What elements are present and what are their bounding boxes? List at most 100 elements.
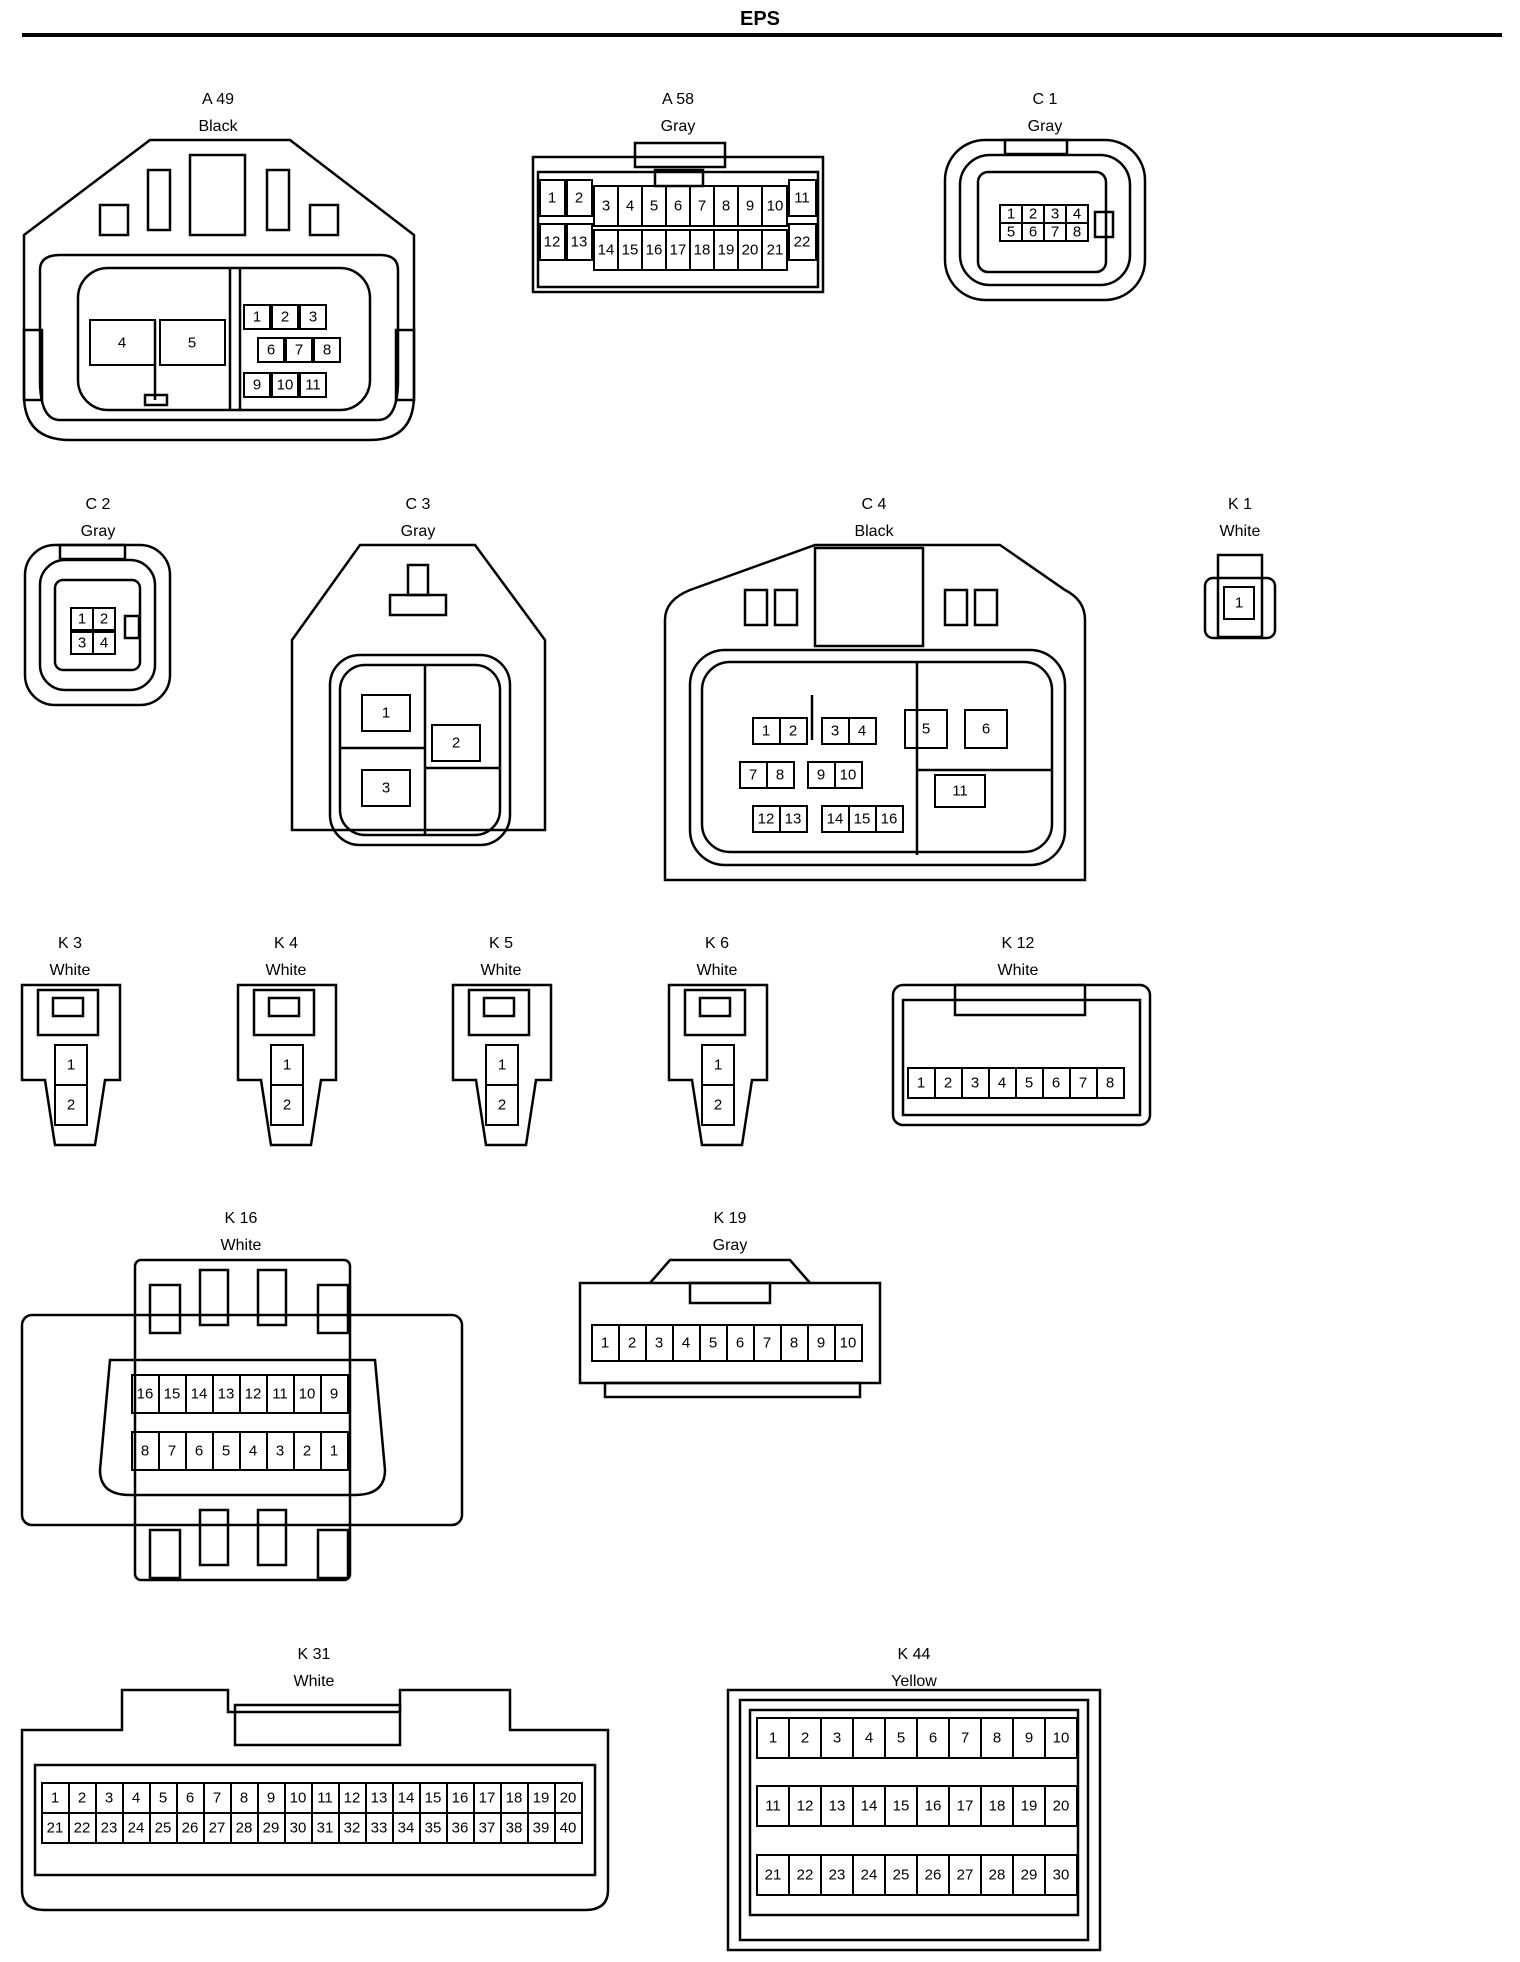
svg-text:36: 36: [452, 1820, 469, 1837]
svg-text:6: 6: [1029, 224, 1037, 241]
svg-text:8: 8: [722, 198, 730, 215]
k44-pin-26: 26: [916, 1854, 950, 1896]
svg-text:10: 10: [840, 767, 857, 784]
k16-pin-7: 7: [158, 1431, 187, 1471]
svg-text:10: 10: [767, 198, 784, 215]
k44-pin-30: 30: [1044, 1854, 1078, 1896]
a58-pin-20: 20: [737, 229, 763, 271]
svg-text:5: 5: [709, 1335, 717, 1352]
svg-text:3: 3: [602, 198, 610, 215]
svg-text:3: 3: [833, 1730, 841, 1747]
k31-pin-5: 5: [149, 1782, 178, 1814]
svg-text:4: 4: [132, 1790, 140, 1807]
svg-text:21: 21: [767, 242, 784, 259]
svg-text:32: 32: [344, 1820, 361, 1837]
svg-text:18: 18: [694, 242, 711, 259]
svg-text:22: 22: [794, 234, 811, 251]
svg-text:15: 15: [425, 1790, 442, 1807]
svg-text:1: 1: [762, 723, 770, 740]
k31-pin-1: 1: [41, 1782, 70, 1814]
svg-text:6: 6: [674, 198, 682, 215]
k31-pin-21: 21: [41, 1812, 70, 1844]
svg-text:4: 4: [249, 1443, 257, 1460]
k3-pin-2: 2: [54, 1084, 88, 1126]
k12-pin-6: 6: [1042, 1067, 1071, 1099]
a58-pin-19: 19: [713, 229, 739, 271]
svg-text:1: 1: [78, 611, 86, 628]
connector-c3: [290, 543, 547, 847]
svg-text:21: 21: [765, 1867, 782, 1884]
k31-pin-18: 18: [500, 1782, 529, 1814]
svg-text:20: 20: [560, 1790, 577, 1807]
k31-pin-11: 11: [311, 1782, 340, 1814]
svg-text:5: 5: [1007, 224, 1015, 241]
svg-text:20: 20: [1053, 1798, 1070, 1815]
k16-pin-3: 3: [266, 1431, 295, 1471]
k44-pin-19: 19: [1012, 1785, 1046, 1827]
connector-a49-pins: 4 5 1 2 3 6 7 8 9 10 11: [89, 304, 341, 398]
k44-pin-4: 4: [852, 1717, 886, 1759]
connector-k1-pins: 1: [1223, 586, 1255, 620]
connector-c1: [943, 138, 1147, 302]
a58-pin-17: 17: [665, 229, 691, 271]
c4-pin-9: 9: [807, 761, 836, 789]
c3-pin-1: 1: [361, 694, 411, 732]
svg-text:10: 10: [299, 1386, 316, 1403]
connector-k19: [578, 1258, 882, 1399]
svg-text:2: 2: [714, 1097, 722, 1114]
k12-pin-4: 4: [988, 1067, 1017, 1099]
connector-k4: [236, 983, 338, 1147]
k44-pin-24: 24: [852, 1854, 886, 1896]
k19-pin-7: 7: [753, 1324, 782, 1362]
svg-text:10: 10: [840, 1335, 857, 1352]
svg-text:3: 3: [382, 780, 390, 797]
svg-text:19: 19: [718, 242, 735, 259]
a58-pin-21: 21: [761, 229, 788, 271]
k16-pin-12: 12: [239, 1374, 268, 1414]
k31-pin-26: 26: [176, 1812, 205, 1844]
k44-pin-23: 23: [820, 1854, 854, 1896]
svg-text:14: 14: [598, 242, 615, 259]
k31-pin-36: 36: [446, 1812, 475, 1844]
svg-text:15: 15: [893, 1798, 910, 1815]
k31-pin-10: 10: [284, 1782, 313, 1814]
connector-c3-pins: 1 2 3: [361, 694, 481, 807]
k44-pin-29: 29: [1012, 1854, 1046, 1896]
k16-pin-15: 15: [158, 1374, 187, 1414]
k31-pin-13: 13: [365, 1782, 394, 1814]
svg-text:1: 1: [714, 1057, 722, 1074]
k12-pin-2: 2: [934, 1067, 963, 1099]
page-title: EPS: [739, 8, 781, 30]
svg-text:8: 8: [776, 767, 784, 784]
k16-pin-2: 2: [293, 1431, 322, 1471]
k16-pin-14: 14: [185, 1374, 214, 1414]
k44-pin-10: 10: [1044, 1717, 1078, 1759]
a58-pin-10: 10: [761, 185, 788, 227]
svg-text:15: 15: [854, 811, 871, 828]
svg-text:29: 29: [263, 1820, 280, 1837]
c4-pin-16: 16: [875, 805, 904, 833]
svg-text:8: 8: [1073, 224, 1081, 241]
svg-text:15: 15: [622, 242, 639, 259]
c2-pin-4: 4: [92, 631, 116, 655]
connector-k4-pins: 1 2: [270, 1044, 304, 1126]
svg-text:16: 16: [137, 1386, 154, 1403]
a58-pin-1: 1: [539, 179, 566, 217]
a58-pin-4: 4: [617, 185, 643, 227]
svg-text:2: 2: [67, 1097, 75, 1114]
svg-text:37: 37: [479, 1820, 496, 1837]
svg-text:18: 18: [506, 1790, 523, 1807]
svg-text:2: 2: [100, 611, 108, 628]
c4-pin-15: 15: [848, 805, 877, 833]
svg-text:31: 31: [317, 1820, 334, 1837]
k44-pin-18: 18: [980, 1785, 1014, 1827]
k44-pin-7: 7: [948, 1717, 982, 1759]
a58-pin-8: 8: [713, 185, 739, 227]
svg-text:15: 15: [164, 1386, 181, 1403]
k31-pin-24: 24: [122, 1812, 151, 1844]
svg-text:30: 30: [1053, 1867, 1070, 1884]
k44-pin-3: 3: [820, 1717, 854, 1759]
